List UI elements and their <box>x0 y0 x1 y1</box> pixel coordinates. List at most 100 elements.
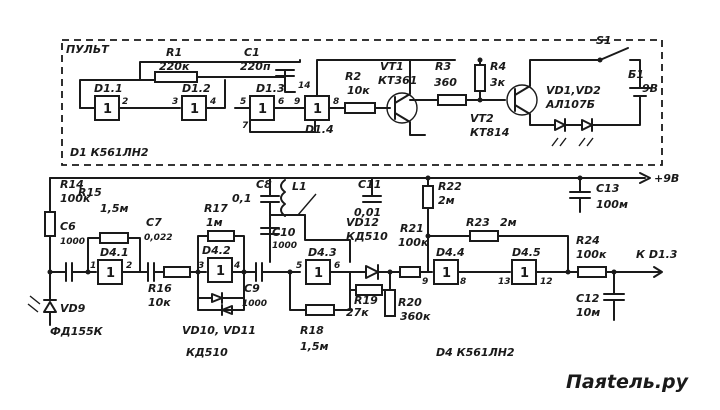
r16-ref: R16 <box>148 282 172 295</box>
c13-ref: C13 <box>596 182 620 195</box>
r17-ref: R17 <box>204 202 228 215</box>
vt2-emitter <box>514 59 601 96</box>
supply-label: +9В <box>654 172 679 185</box>
vd12-diode <box>365 264 379 280</box>
d45-pin13: 13 <box>498 277 511 287</box>
d42-gate <box>207 257 233 283</box>
d14-pin14: 14 <box>298 81 311 91</box>
led-emission-arrows <box>551 137 594 147</box>
d12-symbol: 1 <box>190 102 199 117</box>
d44-symbol: 1 <box>442 266 451 281</box>
remote-section: ПУЛЬТ R1 220к C1 220п 1 D1.1 2 3 1 D1.2 … <box>61 34 663 166</box>
c1-value: 220п <box>240 60 271 73</box>
r17-resistor <box>207 230 235 242</box>
receiver-section: +9В R14 100к VD9 ФД155К C6 1000 R15 1,5м… <box>27 172 679 359</box>
wire-led-battery <box>591 104 641 126</box>
wire-c1-down <box>284 75 296 93</box>
vt1-value: КТ361 <box>378 74 417 87</box>
remote-ic-note: D1 К561ЛН2 <box>70 146 149 159</box>
d14-ref: D1.4 <box>305 123 334 136</box>
d11-pin2: 2 <box>122 97 128 107</box>
d43-symbol: 1 <box>314 266 323 281</box>
r21-value: 100к <box>398 236 429 249</box>
output-arrow <box>653 266 663 278</box>
r2-ref: R2 <box>345 70 361 83</box>
d44-ref: D4.4 <box>436 246 465 259</box>
r3-resistor <box>437 94 467 106</box>
d12-pin4: 4 <box>209 97 216 107</box>
d44-pin9: 9 <box>422 277 428 287</box>
c6-value: 1000 <box>60 237 85 247</box>
r24-ref: R24 <box>576 234 600 247</box>
d45-ref: D4.5 <box>512 246 541 259</box>
vd9-ref: VD9 <box>60 302 86 315</box>
r1-value: 220к <box>159 60 190 73</box>
c12-value: 10м <box>576 306 600 319</box>
r18-value: 1,5м <box>300 340 328 353</box>
l1-inductor <box>280 179 286 217</box>
r2-value: 10к <box>347 84 370 97</box>
c12-ref: C12 <box>576 292 600 305</box>
vt2-transistor <box>506 84 538 116</box>
wire-s1-battery <box>629 59 641 89</box>
l1-ref: L1 <box>292 180 307 193</box>
c11-ref: C11 <box>358 178 381 191</box>
d43-pin5: 5 <box>296 261 302 271</box>
vt1-ref: VT1 <box>380 60 404 73</box>
d45-symbol: 1 <box>520 266 529 281</box>
d43-ref: D4.3 <box>308 246 337 259</box>
r4-ref: R4 <box>490 60 506 73</box>
r20-ref: R20 <box>398 296 422 309</box>
d45-gate <box>511 259 537 285</box>
r3-value: 360 <box>434 76 457 89</box>
r4-resistor <box>474 64 486 92</box>
d11-gate <box>94 95 120 121</box>
r19-value: 27к <box>346 306 369 319</box>
c7-value: 0,022 <box>144 233 172 243</box>
vt2-ref: VT2 <box>470 112 494 125</box>
c6-ref: C6 <box>60 220 76 233</box>
l1-tuning-arrow <box>297 193 317 216</box>
r23-value: 2м <box>500 216 517 229</box>
vd1011-ref: VD10, VD11 <box>182 324 256 337</box>
d41-ref: D4.1 <box>100 246 129 259</box>
c1-ref: C1 <box>244 46 260 59</box>
c11-value: 0,01 <box>354 206 381 219</box>
d42-pin3: 3 <box>198 261 204 271</box>
vd1-led <box>554 118 566 132</box>
d41-pin2: 2 <box>126 261 132 271</box>
vd12-ref: VD1,VD2 <box>546 84 601 97</box>
vt2-collector <box>514 104 556 126</box>
c9-value: 1000 <box>242 299 267 309</box>
d13-pin7: 7 <box>242 121 249 131</box>
r19-resistor <box>355 284 383 296</box>
s1-switch-blade <box>599 47 629 61</box>
r20-resistor <box>384 289 396 317</box>
remote-title: ПУЛЬТ <box>66 43 110 56</box>
d13-pin6: 6 <box>278 97 284 107</box>
r2-resistor <box>344 102 376 114</box>
d41-in-node <box>85 269 91 275</box>
wire-tank-right <box>304 214 351 263</box>
r23-resistor <box>469 230 499 242</box>
vd11-diode <box>221 304 233 316</box>
remote-dashed-frame <box>61 39 663 166</box>
d12-pin3: 3 <box>172 97 178 107</box>
d44-pin8: 8 <box>460 277 466 287</box>
r1-ref: R1 <box>166 46 182 59</box>
vd2-led <box>581 118 593 132</box>
r18-ref: R18 <box>300 324 324 337</box>
vt1-transistor <box>386 92 418 124</box>
r19-ref: R19 <box>354 294 378 307</box>
d45-pin12: 12 <box>540 277 553 287</box>
r16-value: 10к <box>148 296 171 309</box>
d41-pin1: 1 <box>90 261 96 271</box>
b1-ref: Б1 <box>628 68 644 81</box>
d13-symbol: 1 <box>258 102 267 117</box>
d11-ref: D1.1 <box>94 82 123 95</box>
r24-resistor <box>577 266 607 278</box>
r15-ref: R15 <box>78 186 102 199</box>
d13-ref: D1.3 <box>256 82 285 95</box>
vd12-ref: VD12 <box>346 216 379 229</box>
r23-ref: R23 <box>466 216 490 229</box>
